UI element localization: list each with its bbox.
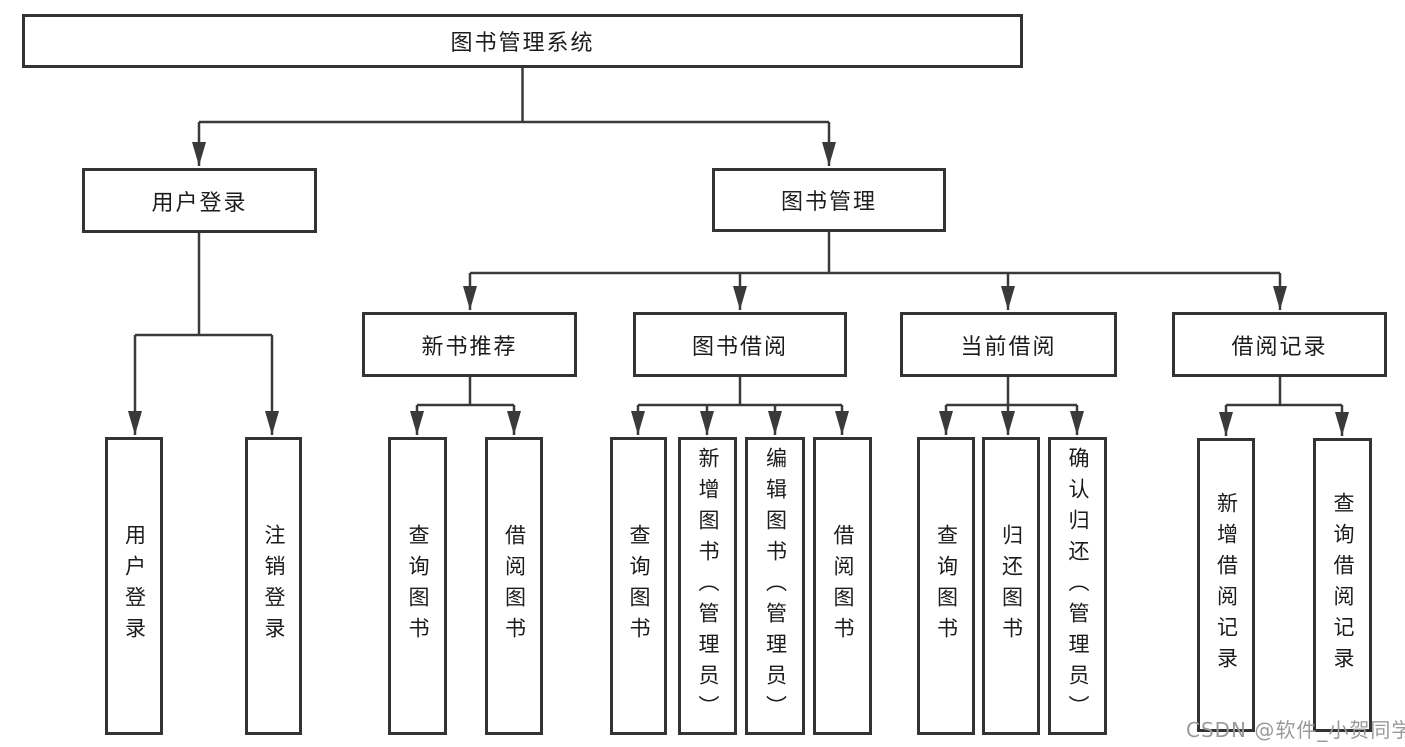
leaf-logout: 注销登录 xyxy=(245,437,302,735)
leaf-label: 查询图书 xyxy=(934,524,959,648)
leaf-label: 查询借阅记录 xyxy=(1331,492,1355,678)
node-borrow-records: 借阅记录 xyxy=(1172,312,1387,377)
node-book-management: 图书管理 xyxy=(712,168,946,232)
leaf-label: 新增借阅记录 xyxy=(1214,492,1239,678)
leaf-records-add-record: 新增借阅记录 xyxy=(1197,438,1255,732)
leaf-current-return-books: 归还图书 xyxy=(982,437,1040,735)
leaf-newbook-borrow-books: 借阅图书 xyxy=(485,437,543,735)
leaf-label: 用户登录 xyxy=(122,524,147,648)
node-label: 新书推荐 xyxy=(421,334,518,360)
leaf-user-login: 用户登录 xyxy=(105,437,163,735)
node-user-login: 用户登录 xyxy=(82,168,317,233)
leaf-borrow-edit-books-admin: 编辑图书（管理员） xyxy=(745,437,805,735)
leaf-label: 确认归还（管理员） xyxy=(1066,446,1090,726)
leaf-label: 注销登录 xyxy=(262,524,286,648)
node-label: 当前借阅 xyxy=(960,334,1057,360)
node-label: 借阅记录 xyxy=(1231,334,1328,360)
leaf-current-query-books: 查询图书 xyxy=(917,437,975,735)
node-label: 图书借阅 xyxy=(691,334,788,360)
leaf-borrow-query-books: 查询图书 xyxy=(610,437,667,735)
leaf-label: 查询图书 xyxy=(406,524,430,648)
node-book-borrow: 图书借阅 xyxy=(633,312,847,377)
leaf-records-query-record: 查询借阅记录 xyxy=(1313,438,1372,732)
leaf-newbook-query-books: 查询图书 xyxy=(388,437,447,735)
node-label: 图书管理系统 xyxy=(450,31,595,56)
node-label: 用户登录 xyxy=(151,190,248,216)
node-root: 图书管理系统 xyxy=(22,14,1023,68)
leaf-label: 借阅图书 xyxy=(831,524,855,648)
leaf-label: 新增图书（管理员） xyxy=(696,446,720,726)
leaf-label: 查询图书 xyxy=(627,524,651,648)
watermark: CSDN @软件_小贺同学 xyxy=(1186,718,1405,742)
leaf-label: 借阅图书 xyxy=(502,524,527,648)
node-new-book-recommend: 新书推荐 xyxy=(362,312,577,377)
leaf-current-confirm-return-admin: 确认归还（管理员） xyxy=(1048,437,1107,735)
leaf-borrow-borrow-books: 借阅图书 xyxy=(813,437,872,735)
leaf-label: 归还图书 xyxy=(999,524,1024,648)
node-label: 图书管理 xyxy=(780,190,877,215)
node-current-borrow: 当前借阅 xyxy=(900,312,1117,377)
leaf-label: 编辑图书（管理员） xyxy=(763,446,788,726)
leaf-borrow-add-books-admin: 新增图书（管理员） xyxy=(678,437,737,735)
